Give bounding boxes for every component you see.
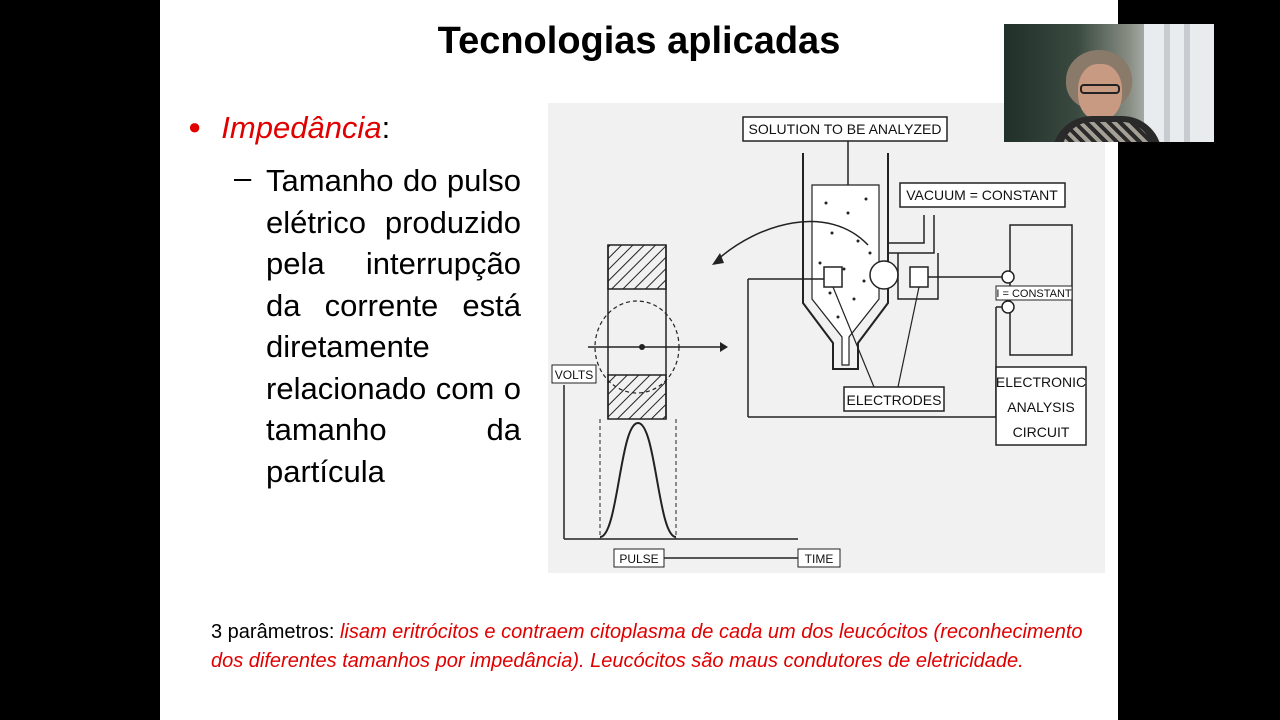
footer-note: 3 parâmetros: lisam eritrócitos e contra… <box>211 618 1101 675</box>
vacuum-label-box <box>899 182 1066 208</box>
slide-title: Tecnologias aplicadas <box>437 20 841 62</box>
presenter-glasses <box>1080 84 1120 94</box>
electrode-left <box>823 266 843 288</box>
bullet-colon: : <box>381 110 391 145</box>
particles <box>818 197 872 319</box>
circuit-label-1: ELECTRONIC <box>996 374 1086 390</box>
sub-bullet-text: Tamanho do pulso elétrico produzido pela… <box>266 163 521 489</box>
circuit-label-3: CIRCUIT <box>1013 424 1070 440</box>
bullet-term: Impedância <box>221 110 382 145</box>
footer-lead: 3 parâmetros: <box>211 621 340 643</box>
electrodes-label-box <box>843 386 945 412</box>
vacuum-label: VACUUM = CONSTANT <box>906 187 1058 203</box>
slide: Tecnologias aplicadas ● Impedância: – Tam… <box>160 0 1118 720</box>
impedance-diagram: SOLUTION TO BE ANALYZED VACUUM = CONSTAN… <box>548 103 1105 573</box>
bullet-impedancia: ● Impedância: <box>188 110 390 146</box>
electrodes-label: ELECTRODES <box>847 392 942 408</box>
sub-bullet-dash: – <box>234 160 252 195</box>
impedance-diagram-svg: SOLUTION TO BE ANALYZED VACUUM = CONSTAN… <box>551 116 1087 568</box>
circuit-label-2: ANALYSIS <box>1007 399 1074 415</box>
pulse-label: PULSE <box>619 552 658 566</box>
footer-red-text: lisam eritrócitos e contraem citoplasma … <box>211 621 1083 672</box>
bullet-dot-icon: ● <box>188 114 202 139</box>
circuit-box <box>995 366 1087 446</box>
constant-label: I = CONSTANT <box>996 288 1072 300</box>
webcam-background-wall <box>1144 24 1214 142</box>
webcam-video <box>1004 24 1214 142</box>
electrode-right <box>909 266 929 288</box>
volts-label: VOLTS <box>555 368 593 382</box>
aperture <box>869 260 899 290</box>
solution-label: SOLUTION TO BE ANALYZED <box>749 121 942 137</box>
aperture-wall-bottom <box>607 374 667 420</box>
solution-label-box <box>742 116 948 142</box>
vessel <box>802 153 889 370</box>
pulse-curve <box>599 421 677 538</box>
aperture-wall-top <box>607 244 667 290</box>
time-label: TIME <box>805 552 834 566</box>
